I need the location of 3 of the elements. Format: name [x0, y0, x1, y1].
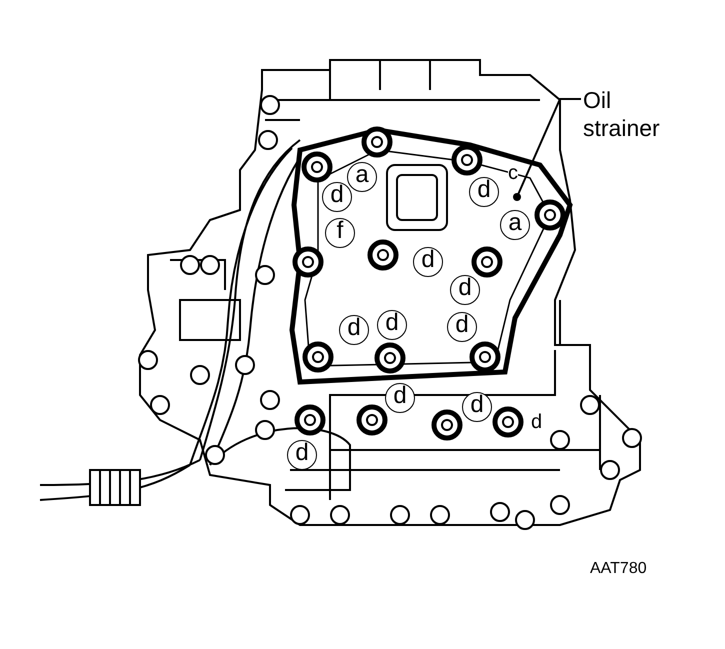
part-name: Oil strainer — [583, 86, 693, 142]
oil-strainer-plate — [289, 126, 573, 385]
figure-code: AAT780 — [590, 561, 647, 577]
